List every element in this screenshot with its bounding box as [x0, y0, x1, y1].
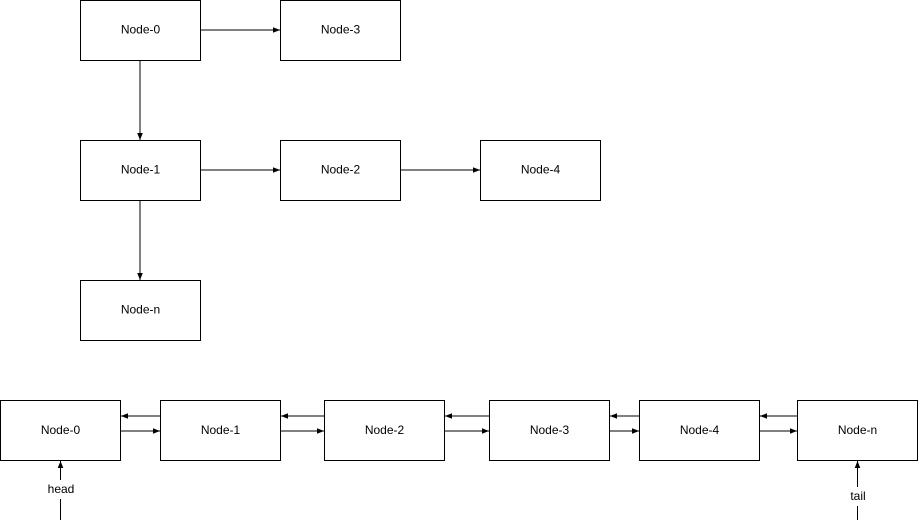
node-label: Node-0: [121, 23, 161, 37]
list-node-2: Node-2: [324, 400, 445, 461]
node-label: Node-0: [41, 423, 81, 437]
node-label: Node-3: [530, 423, 570, 437]
list-node-1: Node-1: [160, 400, 281, 461]
list-node-3: Node-3: [489, 400, 610, 461]
node-label: Node-4: [680, 423, 720, 437]
linked-list: Node-0 Node-1 Node-2 Node-3 Node-4 Node-…: [0, 400, 918, 520]
node-label: Node-n: [121, 303, 160, 317]
node-label: Node-4: [521, 163, 561, 177]
node-label: Node-1: [201, 423, 241, 437]
tree-node-0: Node-0: [80, 0, 201, 61]
tree-node-2: Node-2: [280, 140, 401, 201]
tail-pointer: tail: [845, 461, 871, 520]
tail-label: tail: [850, 489, 865, 503]
node-label: Node-1: [121, 163, 161, 177]
tree-node-1: Node-1: [80, 140, 201, 201]
tree-node-n: Node-n: [80, 280, 201, 341]
list-node-4: Node-4: [639, 400, 760, 461]
list-node-0: Node-0: [0, 400, 121, 461]
node-label: Node-3: [321, 23, 361, 37]
tree-node-3: Node-3: [280, 0, 401, 61]
list-node-n: Node-n: [797, 400, 918, 461]
head-pointer: head: [44, 461, 78, 520]
tree-node-4: Node-4: [480, 140, 601, 201]
tree-diagram: Node-0 Node-3 Node-1 Node-2 Node-4 Node-…: [80, 0, 601, 341]
node-label: Node-2: [321, 163, 361, 177]
node-label: Node-n: [838, 423, 877, 437]
node-label: Node-2: [365, 423, 405, 437]
head-label: head: [48, 482, 75, 496]
